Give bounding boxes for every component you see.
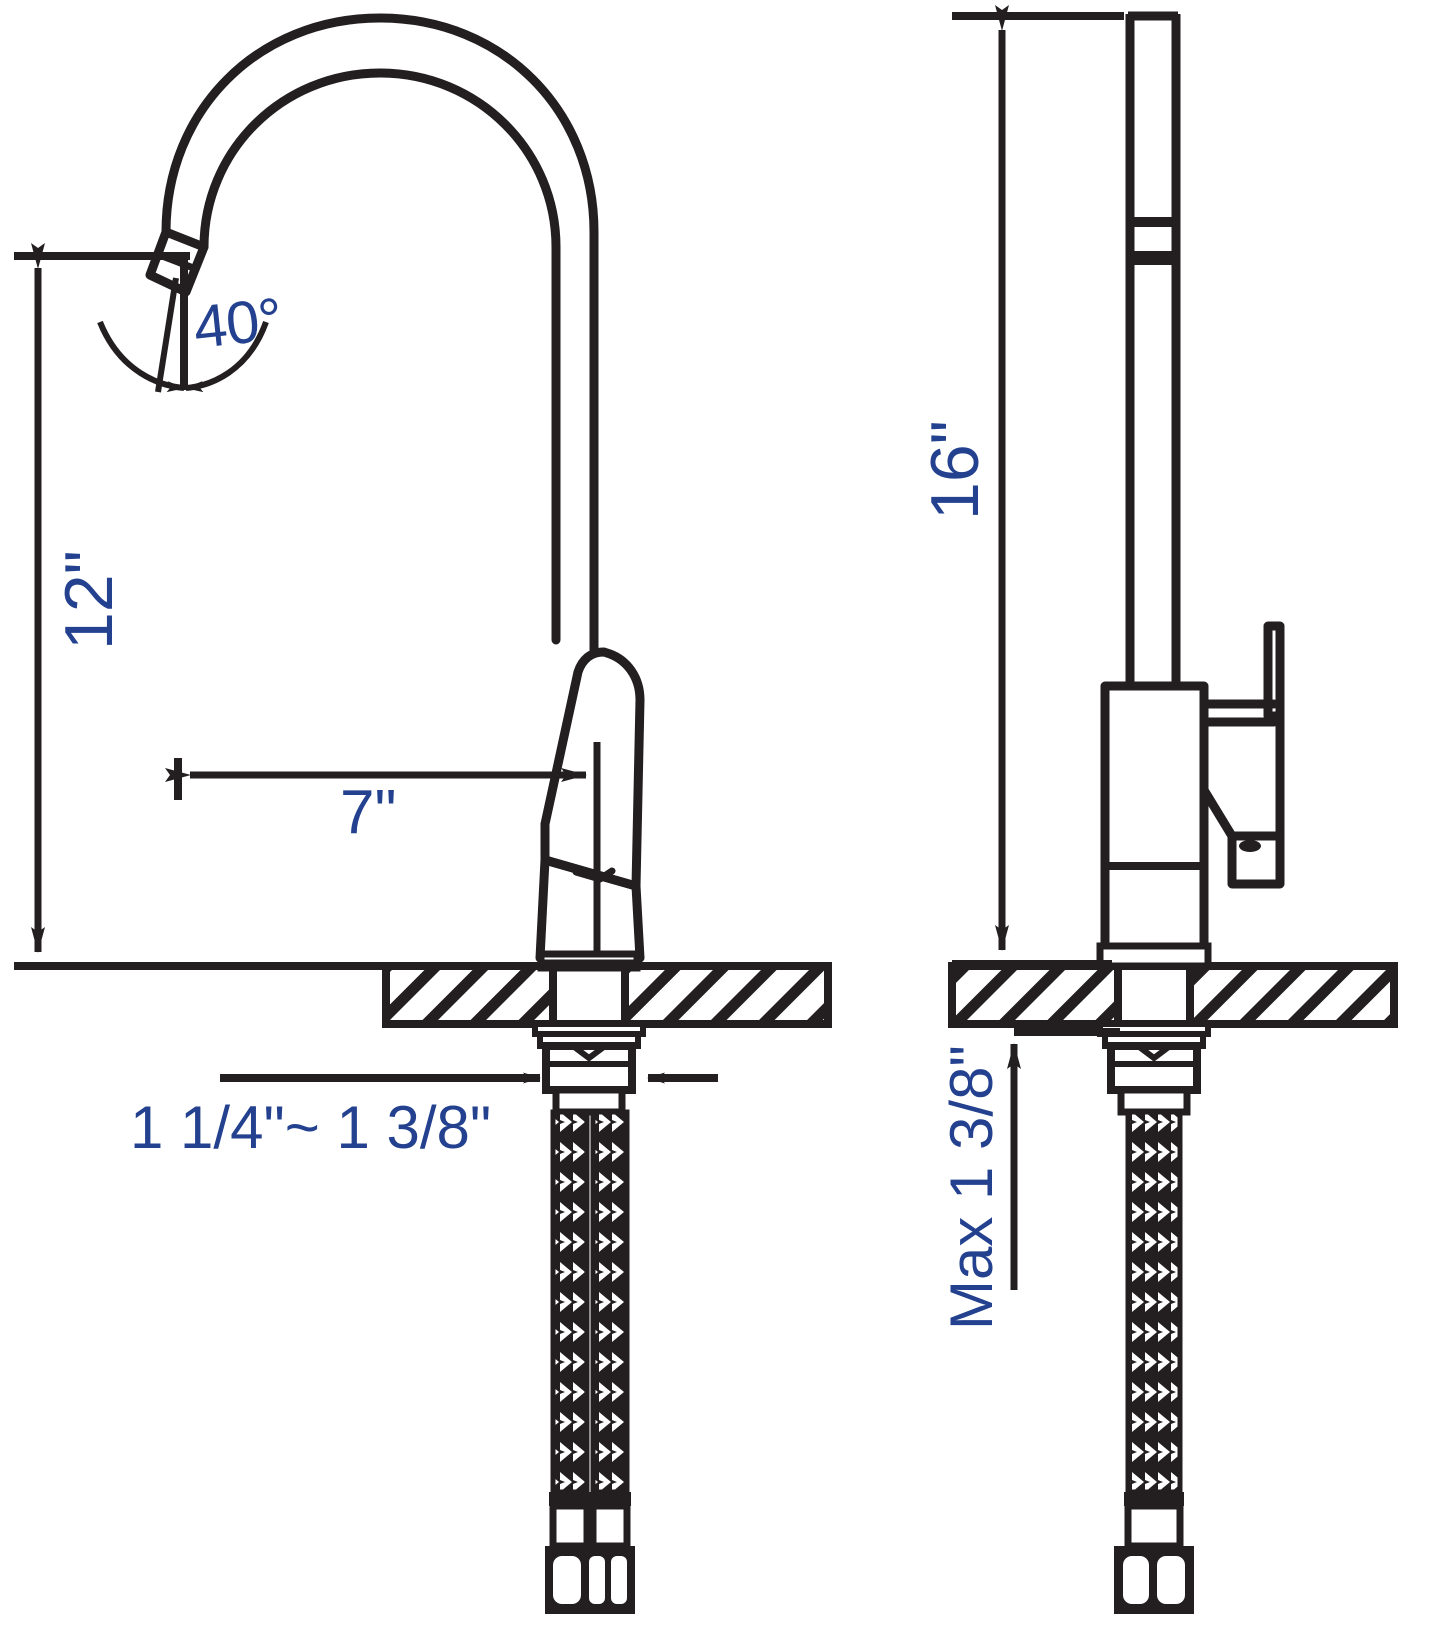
side-elevation-view: 16" Max 1 3/8" bbox=[917, 5, 1398, 1614]
supply-hoses-left bbox=[545, 1109, 635, 1614]
spout-height-dimension bbox=[14, 243, 392, 970]
lever-handle-side bbox=[1199, 621, 1285, 889]
supply-hose-right bbox=[1114, 1109, 1194, 1614]
swivel-angle-indicator bbox=[97, 260, 269, 393]
overall-height-label: 16" bbox=[917, 420, 993, 520]
mounting-hardware-left bbox=[532, 950, 646, 1116]
deck-thickness-label: 1 1/4"~ 1 3/8" bbox=[130, 1094, 491, 1161]
overall-height-dimension bbox=[952, 5, 1124, 968]
max-deck-thickness-dimension bbox=[1007, 1028, 1120, 1290]
faucet-body-side bbox=[1100, 681, 1209, 963]
spout-reach-label: 7" bbox=[340, 778, 397, 847]
spout-reach-dimension bbox=[165, 742, 601, 800]
swivel-angle-label: 40° bbox=[190, 285, 284, 361]
mounting-hardware-right bbox=[1096, 942, 1212, 1116]
max-deck-thickness-label: Max 1 3/8" bbox=[938, 1045, 1005, 1330]
spout-tube-side bbox=[1125, 11, 1181, 686]
counter-deck-section-right bbox=[948, 962, 1398, 1028]
spout-height-label: 12" bbox=[51, 550, 127, 650]
counter-deck-section-left bbox=[382, 962, 832, 1028]
front-elevation-view: 40° 12" 7" 1 1/4"~ 1 3/8" bbox=[14, 13, 832, 1614]
